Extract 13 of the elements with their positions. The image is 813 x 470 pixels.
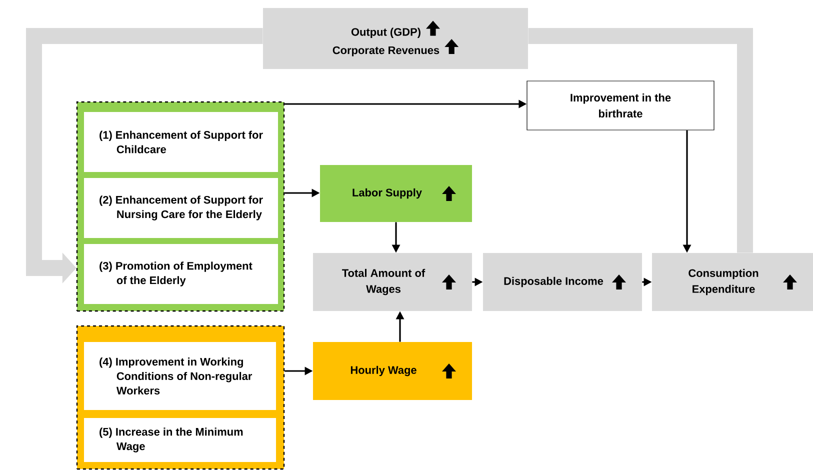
effect-box: Labor Supply bbox=[320, 165, 472, 222]
measure-box: (5) Increase in the Minimum Wage bbox=[84, 418, 276, 462]
measure-box: (2) Enhancement of Support for Nursing Care for the Elderly bbox=[84, 178, 278, 238]
effect-box: Total Amount of Wages bbox=[313, 253, 472, 311]
outcome-box: Output (GDP) Corporate Revenues bbox=[263, 8, 528, 69]
outcome-box: Improvement in the birthrate bbox=[526, 80, 714, 130]
effect-box: Hourly Wage bbox=[313, 342, 472, 400]
measure-box: (1) Enhancement of Support for Childcare bbox=[84, 112, 278, 172]
effect-box: Disposable Income bbox=[483, 253, 642, 311]
effect-box: Consumption Expenditure bbox=[652, 253, 813, 311]
measure-box: (4) Improvement in Working Conditions of Non-regular Workers bbox=[84, 342, 276, 410]
flow-band bbox=[528, 28, 753, 253]
measure-box: (3) Promotion of Employment of the Elderly bbox=[84, 244, 278, 304]
